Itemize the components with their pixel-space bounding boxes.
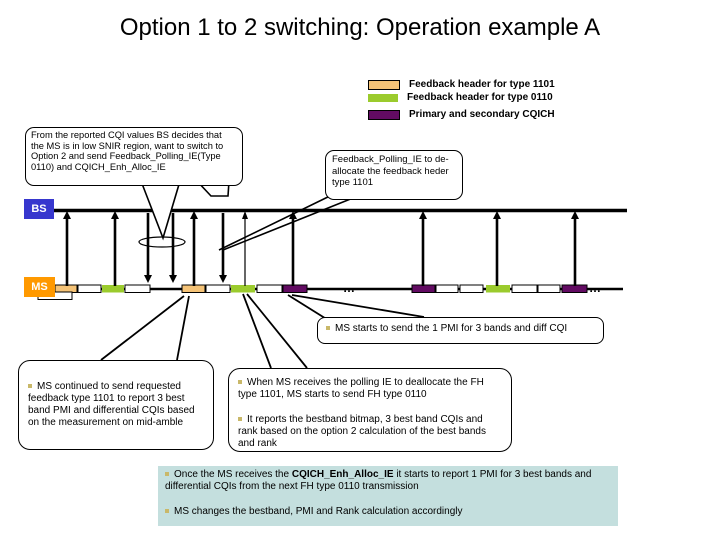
summary-once-ie: CQICH_Enh_Alloc_IE (291, 469, 394, 480)
ms-starts-pointer-lines (287, 294, 425, 321)
summary-once-pre: Once the MS receives the (174, 469, 292, 480)
arrow-down-head-icon (169, 275, 177, 283)
arrow-up-head-icon (63, 211, 71, 219)
segment-purple (411, 284, 436, 293)
bullet-icon (28, 384, 32, 388)
segment-white (205, 284, 231, 293)
arrow-up-head-icon (419, 211, 427, 219)
ms-starts-note: MS starts to send the 1 PMI for 3 bands … (317, 317, 604, 344)
arrow-down-head-icon (219, 275, 227, 283)
ellipsis-mark: … (343, 281, 355, 295)
segment-purple (282, 284, 308, 293)
legend-item-type-0110: Feedback header for type 0110 (368, 92, 553, 103)
ms-continued-note: MS continued to send requested feedback … (18, 360, 214, 450)
ms-node: MS (24, 277, 55, 297)
legend-label: Feedback header for type 1101 (409, 79, 555, 90)
segment-green (486, 285, 510, 293)
segment-white (124, 284, 151, 293)
bs-node: BS (24, 199, 54, 219)
bullet-icon (165, 472, 169, 476)
ms-starts-text: MS starts to send the 1 PMI for 3 bands … (335, 323, 568, 334)
bs-decision-callout: From the reported CQI values BS decides … (25, 127, 243, 186)
legend-item-cqich: Primary and secondary CQICH (368, 109, 555, 120)
summary-changes-line: MS changes the bestband, PMI and Rank ca… (165, 506, 611, 518)
arrow-up-head-icon (190, 211, 198, 219)
ms-continued-pointer-lines (100, 295, 190, 361)
arrow-up-head-icon (289, 211, 297, 219)
feedback-0110-color-chip (368, 93, 398, 102)
bullet-icon (326, 326, 330, 330)
bullet-icon (238, 380, 242, 384)
segment-purple (561, 284, 588, 293)
bullet-icon (165, 509, 169, 513)
legend-label: Primary and secondary CQICH (409, 109, 555, 120)
grouping-ellipse (138, 236, 186, 248)
segment-green (231, 285, 255, 293)
segment-orange (181, 284, 206, 293)
arrow-down-head-icon (144, 275, 152, 283)
segment-orange (54, 284, 78, 293)
arrow-up-head-icon (493, 211, 501, 219)
legend-label: Feedback header for type 0110 (407, 92, 553, 103)
segment-white (256, 284, 283, 293)
when-ms-text-2: It reports the bestband bitmap, 3 best b… (238, 414, 486, 449)
summary-once-post: it starts to report 1 PMI for 3 best ban… (165, 469, 592, 492)
bullet-icon (238, 417, 242, 421)
arrow-up-head-icon (242, 211, 248, 219)
summary-once-line: Once the MS receives the CQICH_Enh_Alloc… (165, 469, 611, 493)
when-ms-text-1: When MS receives the polling IE to deall… (238, 377, 484, 400)
when-ms-note: When MS receives the polling IE to deall… (228, 368, 512, 452)
segment-white (435, 284, 459, 293)
polling-callout: Feedback_Polling_IE to de-allocate the f… (325, 150, 463, 200)
summary-note: Once the MS receives the CQICH_Enh_Alloc… (158, 466, 618, 526)
arrow-up-head-icon (111, 211, 119, 219)
polling-callout-tail-icon (218, 193, 354, 251)
ellipsis-mark: … (589, 281, 601, 295)
slide-title: Option 1 to 2 switching: Operation examp… (119, 14, 601, 41)
segment-white (77, 284, 102, 293)
segment-green (102, 285, 124, 293)
segment-white (459, 284, 484, 293)
segment-white (511, 284, 538, 293)
when-ms-pointer-lines (242, 293, 308, 369)
segment-white (537, 284, 561, 293)
feedback-1101-color-chip (368, 79, 400, 90)
cqich-color-chip (368, 109, 400, 120)
summary-changes-text: MS changes the bestband, PMI and Rank ca… (174, 506, 463, 517)
ms-continued-text: MS continued to send requested feedback … (28, 381, 195, 428)
arrow-up-head-icon (571, 211, 579, 219)
legend-item-type-1101: Feedback header for type 1101 (368, 79, 555, 90)
